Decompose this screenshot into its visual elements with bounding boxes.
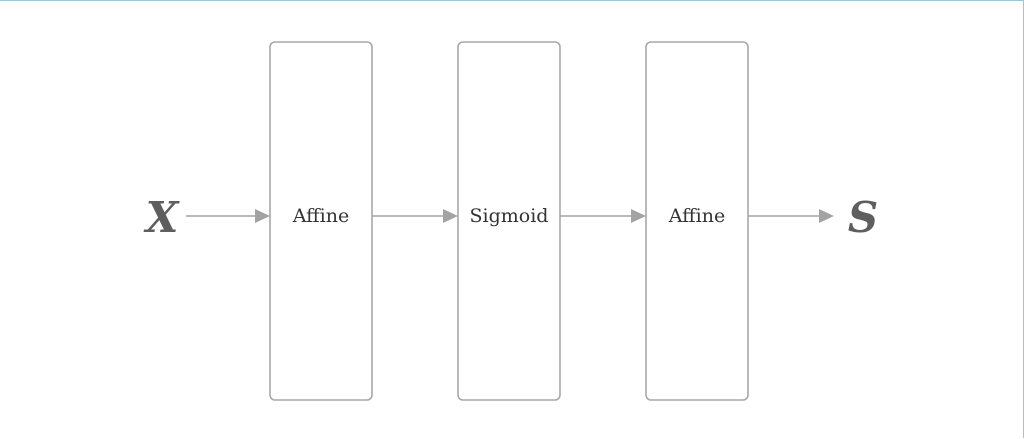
output-label-s: S bbox=[848, 193, 878, 242]
layer-box-sigmoid bbox=[457, 41, 561, 401]
layer-label-sigmoid: Sigmoid bbox=[470, 205, 549, 227]
layer-label-affine-2: Affine bbox=[668, 205, 725, 227]
layer-label-affine-1: Affine bbox=[292, 205, 349, 227]
arrow-head-input bbox=[255, 209, 270, 223]
arrow-head-sigmoid-affine bbox=[631, 209, 646, 223]
arrow-head-output bbox=[819, 209, 834, 223]
layer-box-affine-1 bbox=[269, 41, 373, 401]
input-label-x: X bbox=[143, 193, 180, 242]
layer-box-affine-2 bbox=[645, 41, 749, 401]
arrow-head-affine-sigmoid bbox=[443, 209, 458, 223]
